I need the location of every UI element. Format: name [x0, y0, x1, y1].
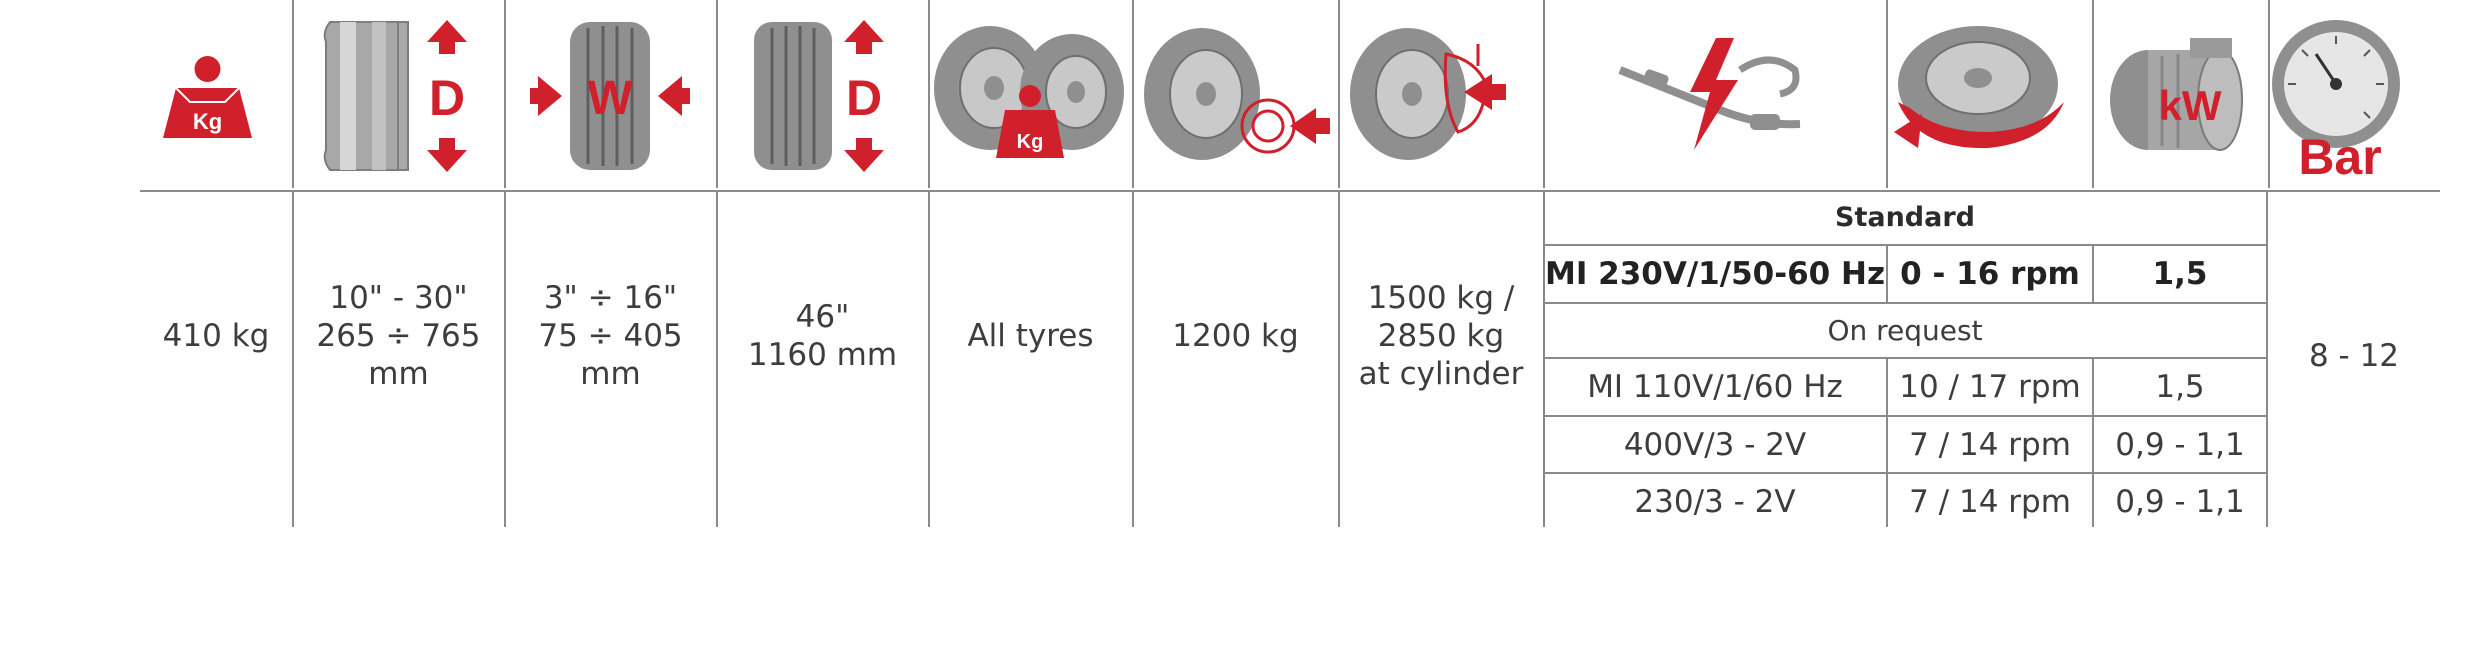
- cylinder-force-line: 1500 kg /: [1367, 280, 1515, 316]
- divider: [504, 191, 506, 527]
- pressure-value: 8 - 12: [2267, 191, 2441, 521]
- power-row-divider: [1543, 244, 2266, 246]
- pressure-gauge-icon: Bar: [2266, 14, 2416, 184]
- power-row-divider: [1543, 302, 2266, 304]
- header-separator: [140, 190, 2440, 192]
- power-supply-text: MI 110V/1/60 Hz: [1587, 369, 1843, 405]
- power-row-divider: [1543, 357, 2266, 359]
- divider: [2266, 191, 2268, 527]
- weight-value: 410 kg: [140, 191, 292, 481]
- divider: [292, 0, 294, 188]
- tyre-diameter-icon-label: D: [846, 70, 882, 126]
- divider: [2092, 0, 2094, 188]
- rotation-speed-icon: [1888, 22, 2068, 162]
- rim-range-inch: 10" - 30": [329, 280, 468, 316]
- max-wheel-weight-value: 1200 kg: [1133, 191, 1338, 481]
- power-request-speed: 10 / 17 rpm: [1888, 359, 2092, 415]
- motor-power-icon: kW: [2098, 28, 2248, 158]
- power-col-divider: [1886, 358, 1888, 527]
- divider: [1543, 191, 1545, 527]
- power-kw-text: 1,5: [2152, 256, 2208, 292]
- power-supply-text: MI 230V/1/50-60 Hz: [1544, 256, 1886, 292]
- wheel-weight-icon-label: Kg: [1017, 131, 1044, 153]
- width-range-value: 3" ÷ 16" 75 ÷ 405 mm: [505, 191, 716, 481]
- pressure-gauge-icon-label: Bar: [2298, 129, 2381, 184]
- power-standard-label: Standard: [1835, 202, 1975, 233]
- divider: [504, 0, 506, 188]
- power-request-supply: 400V/3 - 2V: [1544, 417, 1886, 472]
- motor-power-icon-label: kW: [2159, 82, 2222, 129]
- power-speed-text: 0 - 16 rpm: [1900, 256, 2080, 292]
- pressure-text: 8 - 12: [2308, 338, 2400, 374]
- divider: [1132, 0, 1134, 188]
- divider: [2268, 0, 2270, 188]
- divider: [1338, 0, 1340, 188]
- divider: [292, 191, 294, 527]
- wheel-weight-icon: Kg: [930, 22, 1130, 162]
- tyre-width-icon-label: W: [587, 72, 633, 125]
- weight-icon: Kg: [160, 50, 255, 142]
- divider: [716, 0, 718, 188]
- rim-diameter-icon-label: D: [429, 70, 465, 126]
- rim-range-value: 10" - 30" 265 ÷ 765 mm: [293, 191, 504, 481]
- divider: [928, 191, 930, 527]
- width-range-mm: 75 ÷ 405 mm: [538, 318, 683, 392]
- weight-icon-label: Kg: [193, 109, 222, 134]
- power-request-speed: 7 / 14 rpm: [1888, 417, 2092, 472]
- power-standard-supply: MI 230V/1/50-60 Hz: [1544, 246, 1886, 302]
- power-request-supply: MI 110V/1/60 Hz: [1544, 359, 1886, 415]
- power-speed-text: 10 / 17 rpm: [1899, 369, 2081, 405]
- divider: [1886, 0, 1888, 188]
- power-standard-header: Standard: [1544, 191, 2266, 244]
- divider: [716, 191, 718, 527]
- power-col-divider: [1886, 245, 1888, 303]
- power-request-kw: 0,9 - 1,1: [2094, 417, 2266, 472]
- power-col-divider: [2092, 245, 2094, 303]
- power-request-speed: 7 / 14 rpm: [1888, 474, 2092, 529]
- rim-diameter-icon: D: [322, 20, 474, 172]
- max-diameter-value: 46" 1160 mm: [717, 191, 928, 481]
- power-speed-text: 7 / 14 rpm: [1909, 483, 2071, 520]
- tyres-text: All tyres: [967, 318, 1094, 354]
- width-range-inch: 3" ÷ 16": [543, 280, 678, 316]
- power-speed-text: 7 / 14 rpm: [1909, 426, 2071, 463]
- power-request-kw: 1,5: [2094, 359, 2266, 415]
- power-supply-text: 400V/3 - 2V: [1623, 426, 1807, 463]
- divider: [1338, 191, 1340, 527]
- cylinder-force-line: at cylinder: [1358, 356, 1524, 392]
- power-supply-icon: [1610, 30, 1810, 160]
- max-diameter-mm: 1160 mm: [747, 337, 898, 373]
- power-on-request-header: On request: [1544, 304, 2266, 357]
- tyre-width-icon: W: [530, 20, 690, 172]
- power-kw-text: 1,5: [2155, 369, 2205, 405]
- weight-text: 410 kg: [162, 318, 270, 354]
- divider: [928, 0, 930, 188]
- max-diameter-inch: 46": [795, 299, 850, 335]
- power-request-supply: 230/3 - 2V: [1544, 474, 1886, 529]
- cylinder-force-value: 1500 kg / 2850 kg at cylinder: [1339, 191, 1543, 481]
- power-row-divider: [1543, 472, 2266, 474]
- power-col-divider: [2092, 358, 2094, 527]
- power-standard-kw: 1,5: [2094, 246, 2266, 302]
- max-wheel-weight-text: 1200 kg: [1172, 318, 1299, 354]
- divider: [1543, 0, 1545, 188]
- tyres-value: All tyres: [929, 191, 1132, 481]
- divider: [1132, 191, 1134, 527]
- tyre-diameter-icon: D: [752, 20, 892, 172]
- cylinder-force-line: 2850 kg: [1377, 318, 1505, 354]
- power-standard-speed: 0 - 16 rpm: [1888, 246, 2092, 302]
- power-kw-text: 0,9 - 1,1: [2115, 426, 2245, 463]
- power-on-request-label: On request: [1827, 314, 1983, 347]
- rim-range-mm: 265 ÷ 765 mm: [316, 318, 481, 392]
- power-row-divider: [1543, 415, 2266, 417]
- power-kw-text: 0,9 - 1,1: [2115, 483, 2245, 520]
- power-request-kw: 0,9 - 1,1: [2094, 474, 2266, 529]
- power-supply-text: 230/3 - 2V: [1634, 483, 1796, 520]
- bead-breaker-icon: [1140, 24, 1330, 164]
- cylinder-force-icon: [1346, 24, 1536, 164]
